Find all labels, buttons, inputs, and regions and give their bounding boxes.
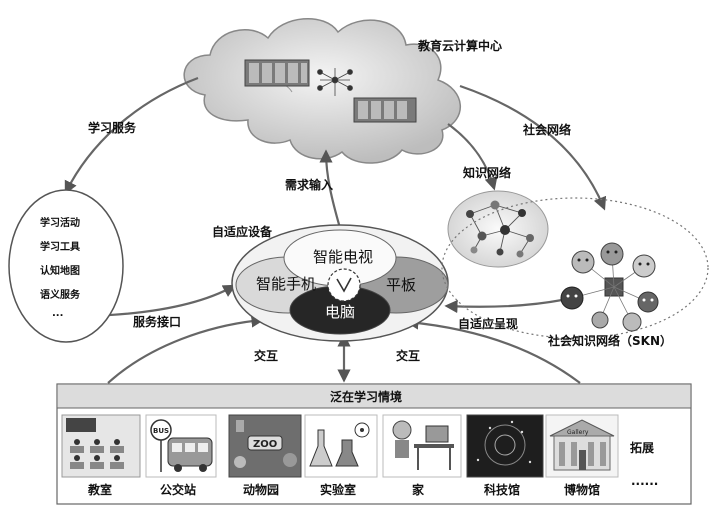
- ubiquitous-learning-scenes: 泛在学习情境 教室 BUS 公交站 ZOO: [56, 383, 692, 505]
- home-image: [382, 414, 462, 478]
- scene-label: 实验室: [320, 482, 356, 497]
- gallery-sign: Gallery: [567, 429, 589, 436]
- scene-label: 家: [412, 482, 425, 497]
- cloud-network-icon: [317, 68, 353, 96]
- device-tablet-label: 平板: [386, 276, 416, 294]
- scene-label: 动物园: [243, 482, 279, 497]
- education-cloud: [183, 18, 461, 164]
- skn-label: 社会知识网络（SKN）: [547, 333, 672, 348]
- device-tv-label: 智能电视: [313, 248, 373, 266]
- cloud-title: 教育云计算中心: [417, 38, 502, 53]
- zoo-image: ZOO: [228, 414, 302, 478]
- arrow-knowledge-network: [447, 123, 498, 191]
- service-item: ...: [52, 308, 63, 319]
- person-avatar-icon: [600, 242, 624, 266]
- arrow-demand-input: [319, 149, 342, 229]
- person-avatar-icon: [622, 312, 642, 332]
- arrow-interaction-right: [405, 316, 581, 384]
- arrow-adaptive-present: [444, 298, 563, 314]
- server-rack-icon: [244, 59, 310, 87]
- scene-label: 公交站: [160, 482, 196, 497]
- label-interaction-right: 交互: [396, 348, 420, 363]
- check-icon: [336, 277, 352, 293]
- scene-label: 教室: [87, 482, 112, 497]
- arrow-interaction-left: [107, 314, 265, 384]
- label-social-network: 社会网络: [522, 122, 571, 137]
- classroom-image: [61, 414, 141, 478]
- learning-services-panel: 学习活动 学习工具 认知地图 语义服务 ...: [8, 189, 124, 343]
- person-avatar-icon: [637, 291, 659, 313]
- scene-label: 科技馆: [484, 482, 520, 497]
- label-knowledge-network: 知识网络: [462, 165, 511, 180]
- device-phone-label: 智能手机: [256, 275, 316, 293]
- label-learning-service: 学习服务: [88, 120, 137, 135]
- label-demand-input: 需求输入: [285, 177, 333, 192]
- bus-stop-image: BUS: [145, 414, 217, 478]
- arrow-social-network: [459, 84, 607, 211]
- laboratory-image: [304, 414, 378, 478]
- service-item: 学习活动: [40, 216, 80, 229]
- label-adaptive-device: 自适应设备: [212, 224, 273, 239]
- service-item: 学习工具: [40, 240, 80, 253]
- person-avatar-icon: [591, 311, 609, 329]
- adaptive-devices: 智能电视 智能手机 平板 电脑: [231, 224, 449, 342]
- person-avatar-icon: [560, 286, 584, 310]
- adaptive-core-icon: [327, 268, 361, 302]
- scenes-title: 泛在学习情境: [330, 389, 402, 404]
- bus-sign: BUS: [153, 427, 169, 435]
- extend-label: 拓展: [630, 440, 654, 455]
- service-item: 语义服务: [40, 288, 81, 301]
- service-item: 认知地图: [40, 264, 80, 277]
- extend-ellipsis: ......: [631, 474, 658, 488]
- scene-label: 博物馆: [564, 482, 600, 497]
- social-knowledge-network: [441, 197, 709, 339]
- person-avatar-icon: [571, 250, 595, 274]
- arrow-learning-service: [64, 76, 199, 195]
- label-adaptive-present: 自适应呈现: [458, 316, 518, 331]
- knowledge-network: [447, 190, 549, 268]
- science-museum-image: [466, 414, 544, 478]
- museum-image: Gallery: [545, 414, 619, 478]
- person-avatar-icon: [632, 254, 656, 278]
- label-interaction-left: 交互: [254, 348, 278, 363]
- zoo-sign: ZOO: [253, 439, 277, 450]
- label-service-interface: 服务接口: [133, 314, 181, 329]
- server-rack-icon: [353, 97, 417, 123]
- device-pc-label: 电脑: [325, 303, 355, 321]
